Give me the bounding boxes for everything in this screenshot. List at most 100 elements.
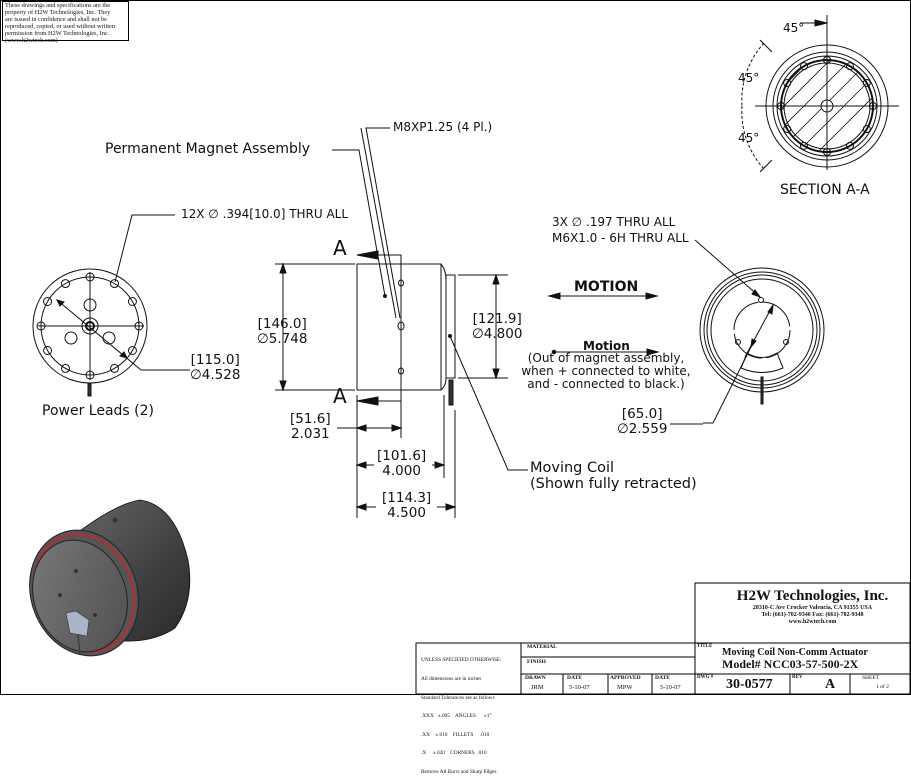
bolt-circle-dim: [115.0] ∅4.528: [190, 353, 240, 383]
hole: [846, 141, 854, 150]
angle-label-bottom: 45°: [738, 131, 760, 145]
hole: [862, 79, 871, 87]
coil-diameter-dim: [121.9] ∅4.800: [472, 312, 522, 342]
dim-bracket: ]: [516, 311, 522, 327]
hole: [869, 102, 877, 110]
moving-coil-line: Moving Coil: [530, 460, 615, 476]
drawing-sheet: [0, 0, 911, 695]
title-line-1: Moving Coil Non-Comm Actuator: [722, 647, 868, 658]
drawn-label: DRAWN: [525, 675, 546, 681]
rear-holes-line: 3X ∅ .197 THRU ALL: [552, 215, 676, 229]
hole: [61, 363, 70, 373]
offset-dim: [51.6] 2.031: [290, 412, 331, 442]
approved-label: APPROVED: [610, 675, 641, 681]
hole: [61, 279, 70, 289]
proprietary-notice: These drawings and specifications are th…: [2, 1, 129, 43]
dim-in: 4.000: [382, 463, 421, 479]
tolerance-line: Remove All Burrs and Sharp Edges: [421, 769, 497, 776]
angle-label-middle: 45°: [738, 71, 760, 85]
notice-line: property of H2W Technologies, Inc. They: [5, 8, 111, 16]
dwg-label: DWG #: [697, 675, 714, 680]
dim-mm: [115.0]: [190, 352, 240, 368]
hole: [127, 346, 137, 355]
hole: [823, 148, 831, 156]
hole: [127, 297, 137, 306]
permanent-magnet-callout: Permanent Magnet Assembly: [105, 141, 311, 157]
section-hole-pattern: [777, 56, 877, 156]
front-view: [32, 214, 190, 397]
company-name: H2W Technologies, Inc.: [736, 588, 889, 604]
rev-label: REV: [792, 675, 803, 680]
rear-holes-callout: 3X ∅ .197 THRU ALL M6X1.0 - 6H THRU ALL: [552, 214, 689, 246]
body-length-dim: [101.6] 4.000: [377, 449, 426, 479]
moving-coil-callout: Moving Coil (Shown fully retracted): [530, 460, 697, 492]
notice-line: are issued in confidence and shall not b…: [5, 15, 107, 23]
hole: [85, 370, 95, 380]
moving-coil-line: (Shown fully retracted): [530, 476, 697, 492]
hole: [846, 62, 854, 71]
dim-in: ∅4.528: [190, 367, 241, 383]
power-leads-label: Power Leads (2): [42, 403, 154, 419]
tolerance-line: .X ±.020 CORNERS .010: [421, 750, 487, 757]
section-title: SECTION A-A: [780, 182, 870, 198]
dim-in: ∅5.748: [257, 331, 308, 347]
approved-date: 5-10-07: [660, 684, 681, 691]
section-marker-bottom: A: [333, 384, 347, 408]
inner-circle-dim: [65.0] ∅2.559: [617, 407, 667, 437]
notice-line: These drawings and specifications are th…: [5, 2, 111, 9]
dim-in: 2.031: [290, 426, 330, 442]
section-marker-top: A: [333, 236, 347, 260]
rev-value: A: [825, 677, 836, 692]
rear-holes-line: M6X1.0 - 6H THRU ALL: [552, 231, 689, 245]
sheet-label: SHEET: [862, 675, 880, 681]
body-diameter-dim: [146.0] ∅5.748: [257, 317, 307, 347]
bolt-holes-callout: 12X ∅ .394[10.0] THRU ALL: [181, 207, 349, 221]
tolerance-line: All dimensions are in inches: [421, 676, 482, 683]
dim-in: ∅4.800: [472, 326, 523, 342]
sheet-value: 1 of 2: [876, 684, 889, 690]
rear-view: [670, 239, 825, 425]
notice-line: reproduced, copied, or used without writ…: [5, 22, 115, 30]
motion-note-line: (Out of magnet assembly,: [527, 351, 685, 365]
dim-mm: [121.9: [472, 311, 517, 327]
tolerance-notes: UNLESS SPECIFIED OTHERWISE: All dimensio…: [421, 645, 502, 781]
title-line-2: Model# NCC03-57-500-2X: [722, 657, 859, 671]
angle-label-top: 45°: [783, 21, 805, 35]
dim-mm: [146.0]: [257, 316, 307, 332]
drawn-date: 5-10-07: [569, 684, 590, 691]
title-label: TITLE: [697, 644, 713, 649]
approved-by: MPW: [617, 684, 633, 691]
tolerance-line: Standard Tolerances are as follows: [421, 694, 495, 701]
hole: [800, 62, 808, 71]
finish-label: FINISH: [527, 659, 546, 665]
hole: [777, 102, 785, 110]
hole: [110, 363, 119, 373]
hole: [43, 297, 53, 306]
tolerance-line: UNLESS SPECIFIED OTHERWISE:: [421, 657, 502, 664]
company-address: 28310-C Ave Crocker Valencia, CA 91355 U…: [752, 605, 873, 611]
isometric-view: [29, 499, 191, 657]
company-phone: Tel: (661)-702-9346 Fax: (661)-702-9348: [761, 612, 864, 618]
motion-label: MOTION: [574, 279, 639, 295]
hole: [134, 321, 144, 331]
motion-note-line: when + connected to white,: [521, 364, 691, 378]
bolt-hole-pattern: [36, 272, 144, 380]
side-view: [275, 127, 660, 518]
drawn-by: JRM: [531, 684, 544, 691]
date-label: DATE: [567, 675, 582, 681]
material-label: MATERIAL: [527, 644, 557, 650]
hole: [862, 125, 871, 133]
section-a-a-view: [741, 15, 899, 173]
total-length-dim: [114.3] 4.500: [382, 491, 431, 521]
hole: [110, 279, 119, 289]
dim-in: ∅2.559: [617, 421, 668, 437]
hole: [800, 141, 808, 150]
dim-mm: [114.3]: [382, 490, 432, 506]
motion-note-line: and - connected to black.): [527, 377, 685, 391]
company-block: H2W Technologies, Inc. 28310-C Ave Crock…: [695, 588, 910, 626]
tolerance-line: .XX ±.010 FILLETS .010: [421, 731, 490, 738]
hole: [783, 125, 792, 133]
dim-in: 4.500: [387, 505, 426, 521]
hole: [85, 272, 95, 282]
dim-mm: [65.0]: [621, 406, 663, 422]
